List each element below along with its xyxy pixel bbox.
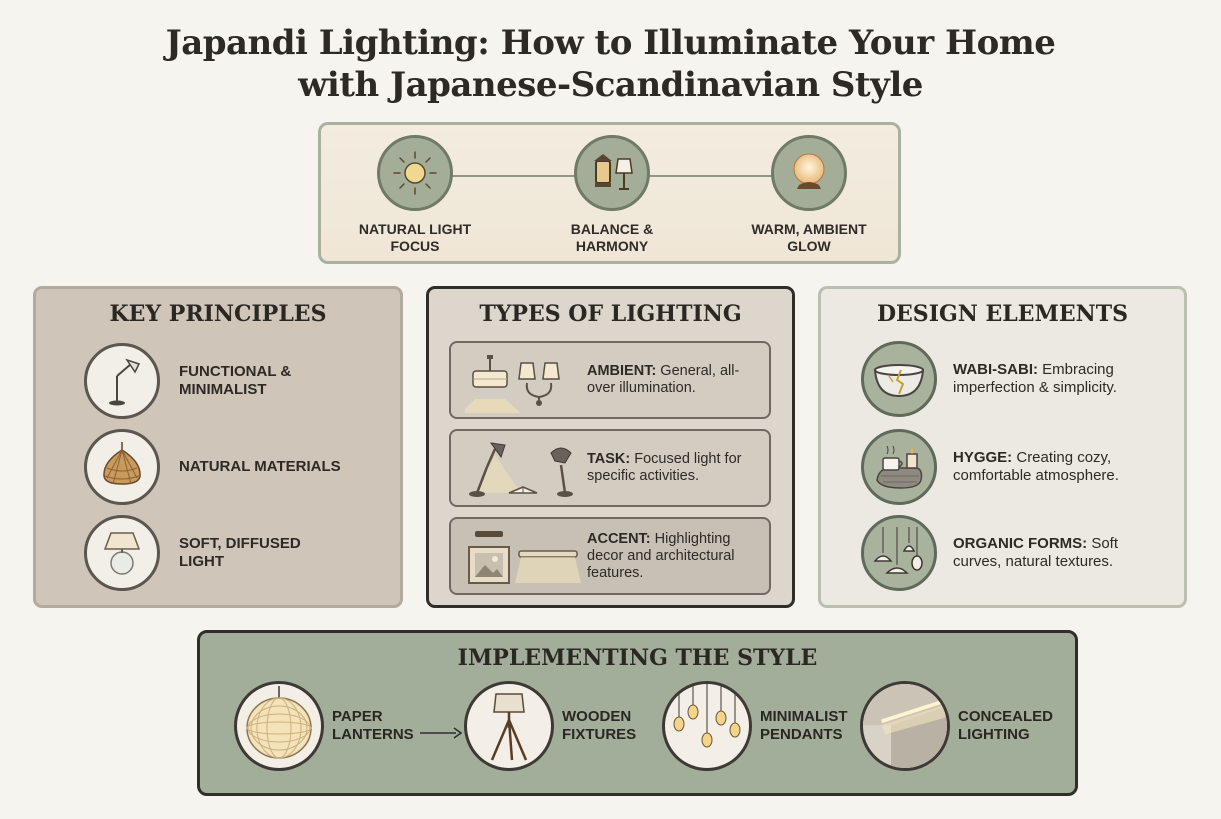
implement-label: MINIMALIST PENDANTS [760,708,848,743]
glowing-orb-icon [771,135,847,211]
principle-label: NATURAL MATERIALS [179,458,341,475]
design-elements-panel: DESIGN ELEMENTS WABI-SABI: Embracing imp… [818,286,1187,608]
principle-functional: FUNCTIONAL & MINIMALIST [84,343,291,419]
floor-lamp-icon [84,343,160,419]
implement-wooden-fixtures: WOODEN FIXTURES [464,681,636,771]
principle-soft-light: SOFT, DIFFUSED LIGHT [84,515,301,591]
design-hygge: HYGGE: Creating cozy, comfortable atmosp… [861,429,1153,505]
implement-label: WOODEN FIXTURES [562,708,637,743]
banner-label: BALANCE & HARMONY [570,221,654,254]
kintsugi-bowl-icon [861,341,937,417]
implement-paper-lanterns: PAPER LANTERNS [234,681,414,771]
principle-label: FUNCTIONAL & MINIMALIST [179,363,292,398]
principle-natural-materials: NATURAL MATERIALS [84,429,341,505]
title-line-2: with Japanese-Scandinavian Style [298,65,923,105]
banner-item-warm-glow: WARM, AMBIENT GLOW [719,135,899,255]
implementing-panel: IMPLEMENTING THE STYLE PAPER LANTERNS [197,630,1078,796]
banner-item-balance: BALANCE & HARMONY [522,135,702,255]
key-principles-panel: KEY PRINCIPLES FUNCTIONAL & MINIMALIST [33,286,403,608]
pendant-cluster-icon [861,515,937,591]
types-of-lighting-panel: TYPES OF LIGHTING AMBIENT: General, all-… [426,286,795,608]
table-lamp-icon [84,515,160,591]
implement-label: CONCEALED LIGHTING [958,708,1054,743]
lighting-card-text: AMBIENT: General, all-over illumination. [587,363,740,396]
implement-label: PAPER LANTERNS [332,708,414,743]
bulb-pendants-icon [662,681,752,771]
implement-concealed-lighting: CONCEALED LIGHTING [860,681,1053,771]
design-text: ORGANIC FORMS: Soft curves, natural text… [953,535,1119,570]
principles-banner: NATURAL LIGHT FOCUS BALANCE & HARMONY [318,122,901,264]
design-organic-forms: ORGANIC FORMS: Soft curves, natural text… [861,515,1153,591]
panel-heading: TYPES OF LIGHTING [479,301,742,327]
tripod-lamp-icon [464,681,554,771]
lighting-card-ambient: AMBIENT: General, all-over illumination. [449,341,771,419]
banner-label: NATURAL LIGHT FOCUS [358,221,472,254]
design-wabi-sabi: WABI-SABI: Embracing imperfection & simp… [861,341,1153,417]
panel-heading: KEY PRINCIPLES [109,301,327,327]
lantern-lamp-icon [574,135,650,211]
cozy-blanket-icon [861,429,937,505]
principle-label: SOFT, DIFFUSED LIGHT [179,535,301,570]
lighting-card-text: TASK: Focused light for specific activit… [587,451,742,484]
implement-minimalist-pendants: MINIMALIST PENDANTS [662,681,848,771]
banner-label: WARM, AMBIENT GLOW [751,221,867,254]
title-line-1: Japandi Lighting: How to Illuminate Your… [165,23,1056,63]
lighting-card-task: TASK: Focused light for specific activit… [449,429,771,507]
picture-light-icon [465,525,583,589]
panel-heading: DESIGN ELEMENTS [876,301,1129,327]
desk-lamp-icon [465,437,583,501]
arrow-icon [420,727,462,739]
lighting-card-accent: ACCENT: Highlighting decor and architect… [449,517,771,595]
design-text: WABI-SABI: Embracing imperfection & simp… [953,361,1117,396]
page-title: Japandi Lighting: How to Illuminate Your… [0,22,1221,106]
cove-light-icon [860,681,950,771]
design-text: HYGGE: Creating cozy, comfortable atmosp… [953,449,1119,484]
lighting-card-text: ACCENT: Highlighting decor and architect… [587,531,735,581]
banner-item-natural-light: NATURAL LIGHT FOCUS [325,135,505,255]
paper-lantern-icon [234,681,324,771]
rattan-pendant-icon [84,429,160,505]
panel-heading: IMPLEMENTING THE STYLE [457,645,818,671]
sun-icon [377,135,453,211]
ceiling-light-icon [461,349,583,413]
